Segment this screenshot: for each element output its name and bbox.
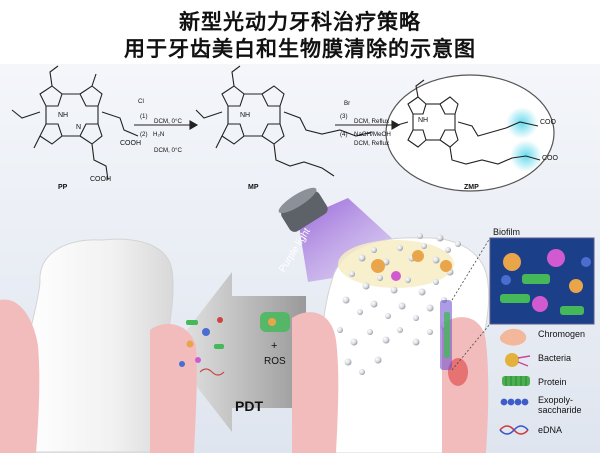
legend-bacteria: Bacteria: [538, 353, 572, 363]
edna-icon: [499, 425, 529, 435]
step2-num: (2): [140, 131, 148, 138]
legend-protein: Protein: [538, 377, 567, 387]
zmp-nh-label: NH: [418, 117, 429, 124]
step4-cond2: DCM, Reflux: [354, 140, 390, 147]
mp-molecule: [195, 65, 373, 177]
step3-num: (3): [340, 113, 348, 120]
gum-right-b: [442, 317, 489, 453]
label-mp: MP: [248, 184, 259, 191]
biofilm-inset-contents: [500, 249, 591, 315]
light-source: [278, 187, 328, 232]
inflammation-spot: [448, 358, 468, 386]
step2-reagent: H₂N: [153, 131, 165, 138]
protein-icon: [502, 376, 530, 386]
label-zmp: ZMP: [464, 184, 479, 191]
legend-edna: eDNA: [538, 425, 563, 435]
biofilm-edge: [440, 300, 452, 370]
step3-reagent: Br: [344, 100, 351, 107]
label-pp: PP: [58, 184, 68, 191]
legend-chromogen: Chromogen: [538, 329, 586, 339]
pp-nh-label: NH: [58, 112, 69, 119]
gum-left-a: [0, 299, 40, 453]
pdt-debris: [179, 312, 290, 376]
pp-cooh-1: COOH: [120, 140, 141, 147]
exopolysaccharide-icon: [500, 398, 529, 406]
gum-left-b: [150, 323, 197, 453]
zmp-coo-1: COO: [540, 119, 556, 126]
ros-label: ROS: [264, 356, 286, 367]
mp-nh-label: NH: [240, 112, 251, 119]
chromogen-clusters: [371, 250, 452, 281]
title-line-1: 新型光动力牙科治疗策略: [179, 10, 421, 34]
step4-num: (4): [340, 131, 348, 138]
reaction-arrows: [134, 120, 401, 130]
pdt-label: PDT: [235, 398, 263, 414]
zmp-coo-2: COO: [542, 155, 558, 162]
pp-cooh-2: COOH: [90, 176, 111, 183]
pp-molecule: [11, 65, 139, 181]
legend: Chromogen Bacteria Protein Exopoly- sacc…: [496, 326, 598, 450]
title-line-2: 用于牙齿美白和生物膜清除的示意图: [124, 37, 476, 61]
biofilm-label: Biofilm: [493, 227, 521, 237]
step1-cond: DCM, 0°C: [154, 118, 182, 125]
gum-right-a: [292, 312, 339, 453]
zmp-molecule: [393, 79, 541, 165]
step1-num: (1): [140, 113, 148, 120]
pdt-plus: +: [271, 340, 278, 352]
legend-icons: [499, 328, 531, 435]
bacteria-icon: [505, 353, 531, 367]
step2-cond: DCM, 0°C: [154, 147, 182, 154]
chromogen-icon: [499, 328, 527, 346]
step4-cond1: NaOH/MeOH: [354, 131, 391, 138]
step3-cond: DCM, Reflux: [354, 118, 390, 125]
legend-exopolysaccharide: Exopoly- saccharide: [538, 395, 582, 415]
pp-n-label: N: [76, 124, 82, 131]
step1-reagent: Cl: [138, 98, 144, 105]
